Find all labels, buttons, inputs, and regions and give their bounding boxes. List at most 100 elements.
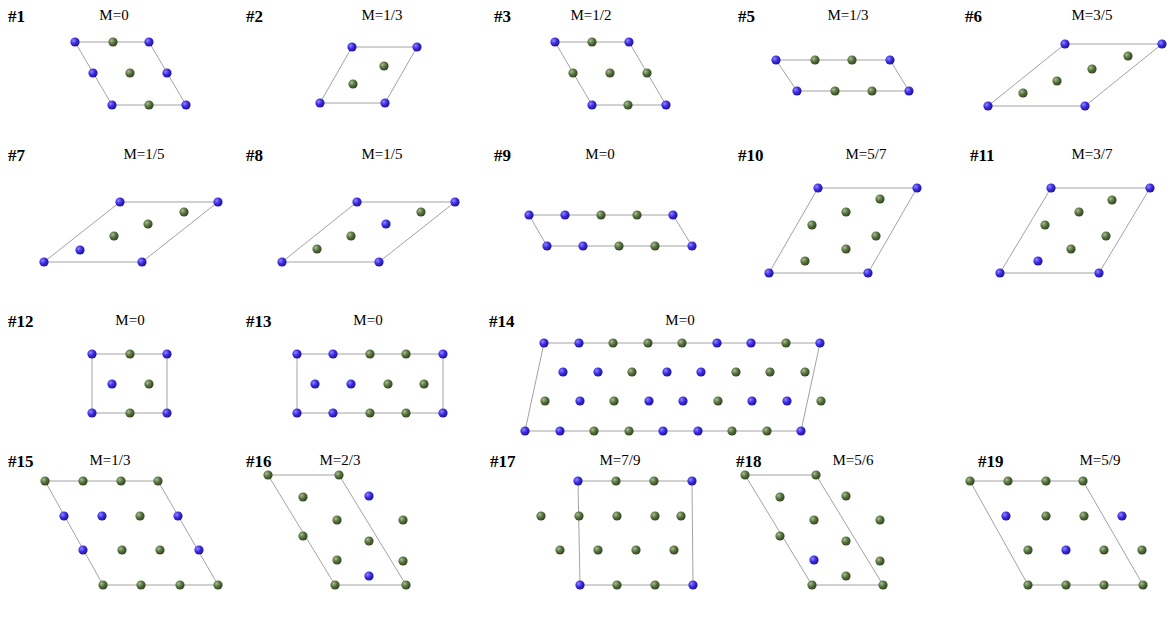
- green-atom: [878, 580, 887, 589]
- blue-atom: [1145, 183, 1154, 192]
- blue-atom: [87, 349, 96, 358]
- green-atom: [1099, 580, 1108, 589]
- blue-atom: [277, 257, 286, 266]
- green-atom: [841, 207, 850, 216]
- blue-atom: [983, 101, 992, 110]
- blue-atom: [558, 367, 567, 376]
- structure-number: #9: [494, 147, 511, 164]
- green-atom: [398, 515, 407, 524]
- green-atom: [332, 515, 341, 524]
- blue-atom: [573, 476, 582, 485]
- blue-atom: [380, 98, 389, 107]
- unit-cell: [282, 202, 455, 262]
- green-atom: [1052, 76, 1061, 85]
- unit-cell: [529, 215, 692, 246]
- blue-atom: [75, 245, 84, 254]
- blue-atom: [696, 367, 705, 376]
- green-atom: [611, 476, 620, 485]
- green-atom: [416, 207, 425, 216]
- green-atom: [649, 476, 658, 485]
- blue-atom: [668, 210, 677, 219]
- green-atom: [1137, 545, 1146, 554]
- green-atom: [608, 338, 617, 347]
- green-atom: [334, 470, 343, 479]
- green-atom: [612, 580, 621, 589]
- blue-atom: [310, 379, 319, 388]
- green-atom: [676, 511, 685, 520]
- blue-atom: [747, 396, 756, 405]
- green-atom: [650, 241, 659, 250]
- structure-number: #13: [246, 313, 272, 330]
- green-atom: [401, 408, 410, 417]
- blue-atom: [995, 268, 1004, 277]
- blue-atom: [524, 210, 533, 219]
- green-atom: [669, 545, 678, 554]
- green-atom: [847, 55, 856, 64]
- green-atom: [713, 396, 722, 405]
- green-atom: [727, 426, 736, 435]
- blue-atom: [315, 98, 324, 107]
- structure-number: #18: [736, 453, 762, 470]
- magnetization-label: M=3/5: [1072, 8, 1113, 23]
- green-atom: [643, 338, 652, 347]
- structure-number: #1: [8, 8, 25, 25]
- blue-atom: [575, 580, 584, 589]
- green-atom: [348, 79, 357, 88]
- green-atom: [1018, 88, 1027, 97]
- green-atom: [1066, 244, 1075, 253]
- magnetization-label: M=0: [99, 8, 128, 23]
- green-atom: [568, 68, 577, 77]
- green-atom: [540, 396, 549, 405]
- blue-atom: [815, 338, 824, 347]
- blue-atom: [450, 197, 459, 206]
- blue-atom: [438, 408, 447, 417]
- green-atom: [1107, 195, 1116, 204]
- blue-atom: [347, 42, 356, 51]
- green-atom: [875, 194, 884, 203]
- unit-cell: [776, 60, 909, 91]
- green-atom: [642, 68, 651, 77]
- structure-number: #5: [738, 8, 755, 25]
- blue-atom: [173, 511, 182, 520]
- blue-atom: [539, 338, 548, 347]
- green-atom: [596, 210, 605, 219]
- blue-atom: [587, 100, 596, 109]
- green-atom: [143, 219, 152, 228]
- unit-cell: [578, 481, 693, 585]
- blue-atom: [912, 183, 921, 192]
- unit-cell: [555, 42, 666, 105]
- blue-atom: [661, 100, 670, 109]
- magnetization-label: M=0: [585, 147, 614, 162]
- green-atom: [1101, 231, 1110, 240]
- unit-cell: [745, 475, 883, 585]
- structure-number: #14: [489, 313, 515, 330]
- blue-atom: [115, 197, 124, 206]
- structure-number: #11: [970, 147, 995, 164]
- green-atom: [78, 476, 87, 485]
- green-atom: [731, 367, 740, 376]
- green-atom: [765, 367, 774, 376]
- green-atom: [830, 86, 839, 95]
- green-atom: [871, 231, 880, 240]
- green-atom: [175, 580, 184, 589]
- blue-atom: [662, 367, 671, 376]
- structure-number: #2: [246, 8, 263, 25]
- blue-atom: [1080, 101, 1089, 110]
- blue-atom: [87, 408, 96, 417]
- blue-atom: [328, 408, 337, 417]
- magnetization-label: M=5/9: [1080, 453, 1121, 468]
- blue-atom: [59, 511, 68, 520]
- blue-atom: [624, 37, 633, 46]
- green-atom: [965, 476, 974, 485]
- blue-atom: [144, 37, 153, 46]
- green-atom: [40, 476, 49, 485]
- unit-cell: [268, 475, 406, 585]
- blue-atom: [70, 37, 79, 46]
- green-atom: [677, 338, 686, 347]
- green-atom: [650, 580, 659, 589]
- green-atom: [383, 379, 392, 388]
- blue-atom: [678, 396, 687, 405]
- green-atom: [365, 349, 374, 358]
- green-atom: [632, 210, 641, 219]
- blue-atom: [792, 86, 801, 95]
